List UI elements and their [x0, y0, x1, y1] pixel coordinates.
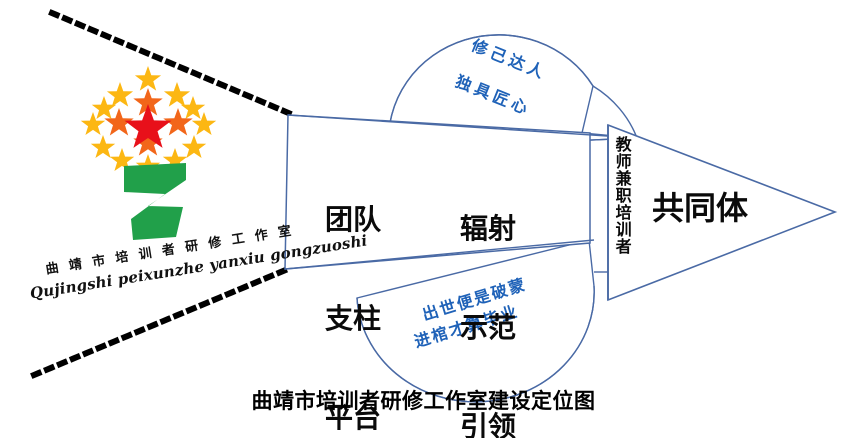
segment-label-radiate-line3: 引领: [460, 410, 517, 438]
dotted-line-bottom: [30, 265, 292, 379]
segment-community-shape: [607, 123, 838, 302]
arc-bottom-shape: [356, 239, 595, 403]
dotted-line-top: [48, 9, 295, 118]
segment-label-radiate-lead: 辐射 示范 引领: [460, 146, 516, 438]
segment-label-radiate-line2: 示范: [460, 311, 517, 345]
segment-label-teacher-trainers: 教师兼职培训者: [612, 136, 632, 255]
segment-team-pillar-shape: [284, 114, 591, 270]
logo-trunk-icon: [124, 163, 186, 240]
segment-label-team-line1: 团队: [325, 203, 382, 237]
segment-label-team-line3: 平台: [325, 401, 382, 435]
logo-center-star: [124, 104, 172, 148]
logo-star-cluster: [80, 66, 217, 240]
segment-label-radiate-line1: 辐射: [460, 212, 517, 246]
segment-label-community: 共同体: [652, 189, 749, 227]
segment-label-team-pillar: 团队 支柱 平台: [325, 137, 381, 438]
dotted-guide-lines: [30, 9, 295, 379]
page-caption: 曲靖市培训者研修工作室建设定位图: [251, 388, 596, 413]
segment-label-team-line2: 支柱: [325, 302, 382, 336]
